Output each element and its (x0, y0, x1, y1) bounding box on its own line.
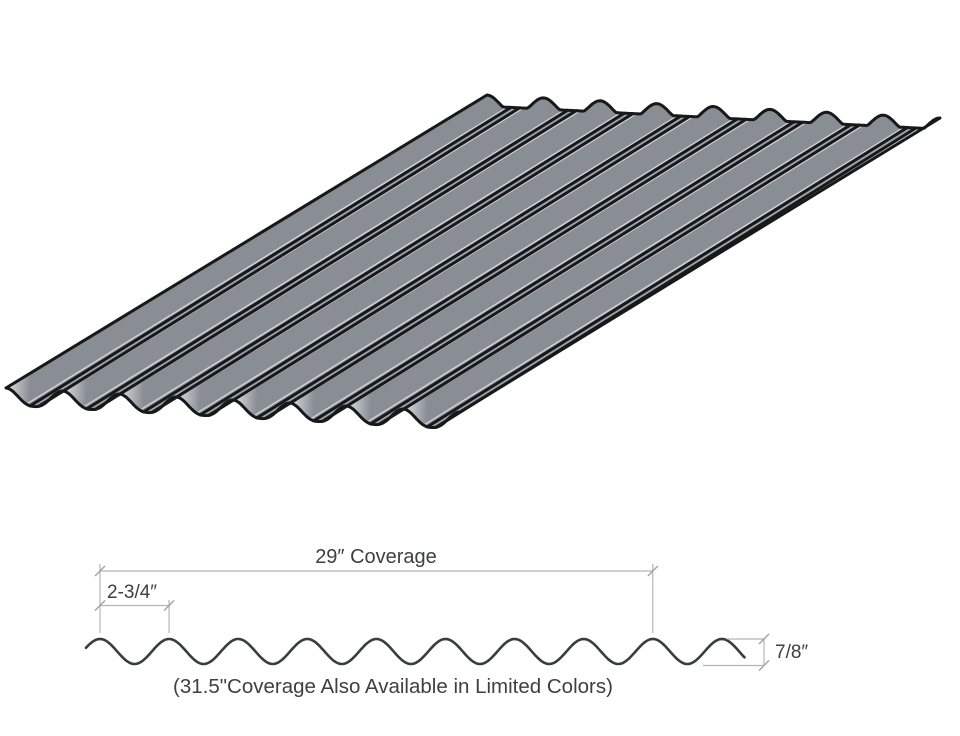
availability-note: (31.5"Coverage Also Available in Limited… (173, 675, 613, 698)
profile-dimension-drawing (84, 564, 770, 671)
corrugated-panel-illustration (4, 93, 942, 429)
depth-dimension-label: 7/8″ (775, 642, 808, 663)
coverage-dimension-label: 29″ Coverage (315, 546, 437, 568)
pitch-dimension-label: 2-3/4″ (107, 582, 157, 603)
